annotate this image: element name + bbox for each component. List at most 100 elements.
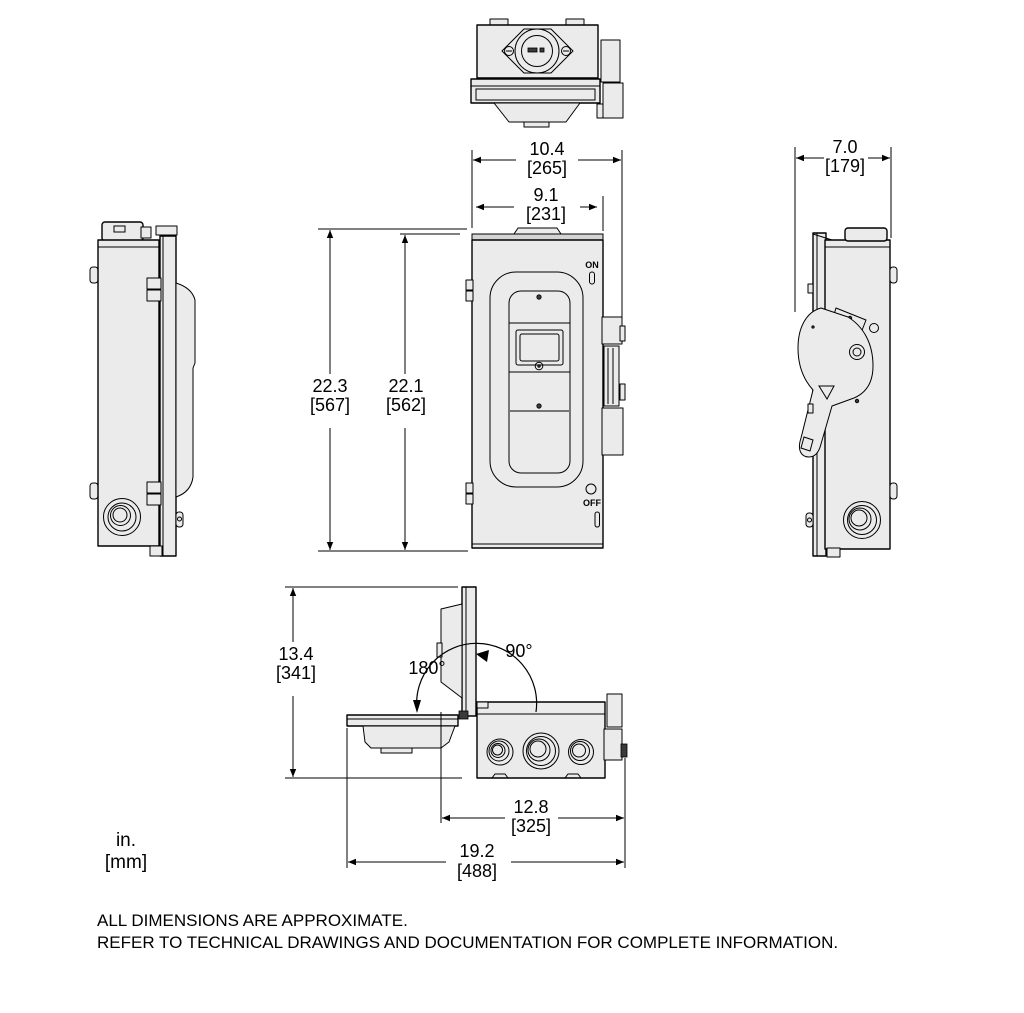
detail-line (619, 325, 626, 342)
dim-overall-height: 22.3 [567] (310, 228, 468, 552)
hub-plate (501, 28, 574, 74)
door-panel-inner (508, 290, 571, 474)
hub-cap-front (513, 227, 562, 235)
dim-open-door-width: 19.2 [488] (346, 728, 624, 881)
dim-depth: 7.0 [179] (794, 137, 892, 312)
units-mm-label: [mm] (105, 852, 147, 873)
dim-open-door-depth-in: 12.8 (513, 797, 548, 817)
detail-line (113, 225, 126, 233)
side-bump (889, 266, 898, 284)
angle-180-label: 180° (408, 658, 445, 678)
dim-overall-height-mm: [567] (310, 395, 350, 415)
lip-slot (475, 88, 596, 101)
dim-open-door-depth: 12.8 [325] (440, 712, 626, 868)
detail-line (140, 226, 152, 239)
top-band (471, 233, 604, 241)
hub-inner-circle (521, 35, 553, 67)
conduit-hub-ring (107, 502, 137, 532)
hinge (146, 289, 162, 302)
off-label: OFF (583, 498, 601, 508)
dim-enclosure-height: 22.1 [562] (386, 233, 460, 550)
screw (536, 403, 542, 409)
mounting-ear-hole (177, 516, 182, 522)
detail-line (596, 103, 604, 119)
arc-arrowhead-180 (413, 700, 421, 713)
conduit-hub-ring (526, 736, 556, 766)
dim-door-swing-height-mm: [341] (276, 663, 316, 683)
units-key: in. [mm] (105, 830, 147, 873)
dim-door-swing-height: 13.4 [341] (276, 586, 462, 779)
detail-line (807, 283, 814, 294)
dim-open-door-width-mm: [488] (457, 861, 497, 881)
handle-notch (818, 385, 835, 401)
handle-block-bottom (603, 728, 623, 761)
door-swing-arc (416, 642, 538, 713)
side-bump (89, 266, 99, 284)
dim-overall-width: 10.4 [265] (471, 139, 623, 335)
conduit-hub-ring (492, 744, 503, 756)
conduit-hub-ring (572, 743, 586, 758)
mounting-ear (175, 511, 184, 528)
detail-line (619, 383, 626, 401)
detail-line (620, 743, 628, 758)
hinge (465, 493, 474, 505)
door-hinge-pivot (458, 710, 469, 720)
angle-90-label: 90° (505, 641, 532, 661)
dim-enclosure-width-in: 9.1 (533, 185, 558, 205)
conduit-hub-ring (112, 507, 128, 523)
handle-block-front (601, 407, 624, 456)
flange-top-edge (155, 225, 178, 236)
detail-line (812, 233, 833, 241)
conduit-hub-ring (529, 740, 547, 758)
off-slot (594, 511, 600, 528)
hub-marking (527, 47, 538, 53)
right-side-view (797, 227, 898, 558)
hinge (465, 290, 474, 302)
conduit-hub-ring (570, 741, 590, 761)
hinge (146, 493, 162, 506)
door-bulge-90 (440, 603, 463, 699)
note-line-1: ALL DIMENSIONS ARE APPROXIMATE. (97, 911, 408, 930)
mounting-ear (805, 512, 814, 528)
screw (537, 364, 541, 368)
handle-ring (849, 344, 865, 360)
dim-depth-in: 7.0 (832, 137, 857, 157)
hub-cap-side (844, 227, 888, 242)
conduit-hub-ring (488, 740, 510, 762)
hinge (146, 481, 162, 494)
dim-open-door-width-in: 19.2 (459, 841, 494, 861)
side-bump (889, 482, 898, 500)
front-view: ON OFF (465, 227, 626, 549)
handle-bracket-front (601, 316, 623, 345)
top-view-base-tab (523, 121, 550, 128)
handle-pivot-hole (869, 323, 879, 333)
dim-enclosure-height-mm: [562] (386, 395, 426, 415)
dim-door-swing-height-in: 13.4 (278, 644, 313, 664)
door-bulge-profile (175, 282, 196, 498)
bottom-notch (491, 773, 509, 779)
door-panel-outer (489, 271, 584, 488)
detail-line (476, 701, 489, 709)
handle-lever-end (800, 436, 814, 452)
left-side-view (89, 221, 196, 557)
door-swing-view: 180° 90° (346, 586, 628, 779)
hinge (146, 277, 162, 290)
dim-overall-height-in: 22.3 (312, 376, 347, 396)
top-view-lip (470, 78, 601, 104)
off-indicator (585, 483, 597, 495)
units-inches-label: in. (116, 830, 136, 851)
hub-screw (561, 46, 571, 56)
detail-line (807, 403, 814, 414)
door-tab (380, 747, 413, 754)
dim-overall-width-mm: [265] (527, 158, 567, 178)
screw (534, 361, 544, 371)
note-line-2: REFER TO TECHNICAL DRAWINGS AND DOCUMENT… (97, 933, 838, 952)
screw (811, 325, 815, 329)
dim-overall-width-in: 10.4 (529, 139, 564, 159)
bottom-notch (564, 773, 582, 779)
conduit-hub-ring (490, 743, 506, 758)
conduit-hub-ring (850, 509, 868, 527)
conduit-hub-ring (848, 507, 872, 531)
